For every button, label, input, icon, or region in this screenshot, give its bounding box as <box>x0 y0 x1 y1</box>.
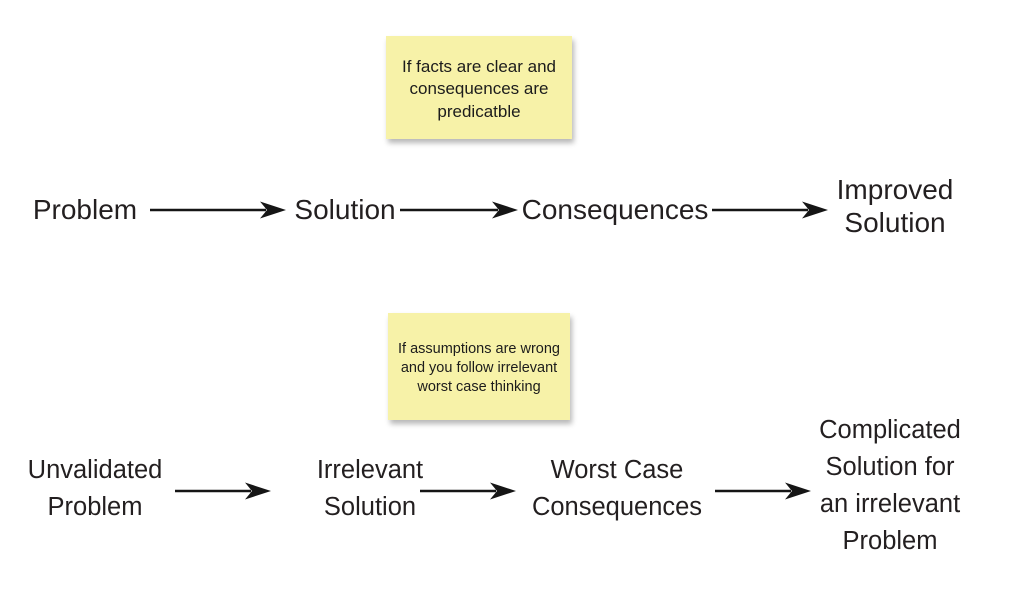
sticky-note-wrong-assumptions-text: If assumptions are wrong and you follow … <box>398 340 560 396</box>
arrow-irrelevant-solution-to-worst-case-consequences <box>420 480 516 504</box>
node-solution: Solution <box>294 194 396 225</box>
arrow-worst-case-consequences-to-complicated-solution <box>715 480 811 504</box>
node-irrelevant-solution: Irrelevant Solution <box>316 456 424 521</box>
arrow-solution-to-consequences <box>400 199 518 223</box>
sticky-note-wrong-assumptions: If assumptions are wrong and you follow … <box>388 313 570 420</box>
sticky-note-clear-facts: If facts are clear and consequences are … <box>386 36 572 139</box>
node-improved-solution: Improved Solution <box>836 174 954 239</box>
arrow-consequences-to-improved-solution <box>712 199 828 223</box>
node-complicated-solution: Complicated Solution for an irrelevant P… <box>819 416 961 555</box>
arrow-unvalidated-problem-to-irrelevant-solution <box>175 480 271 504</box>
node-consequences: Consequences <box>521 194 709 225</box>
node-worst-case-consequences: Worst Case Consequences <box>531 456 703 521</box>
node-unvalidated-problem: Unvalidated Problem <box>27 456 163 521</box>
node-problem: Problem <box>32 194 138 225</box>
sticky-note-clear-facts-text: If facts are clear and consequences are … <box>401 56 557 121</box>
arrow-problem-to-solution <box>150 199 286 223</box>
